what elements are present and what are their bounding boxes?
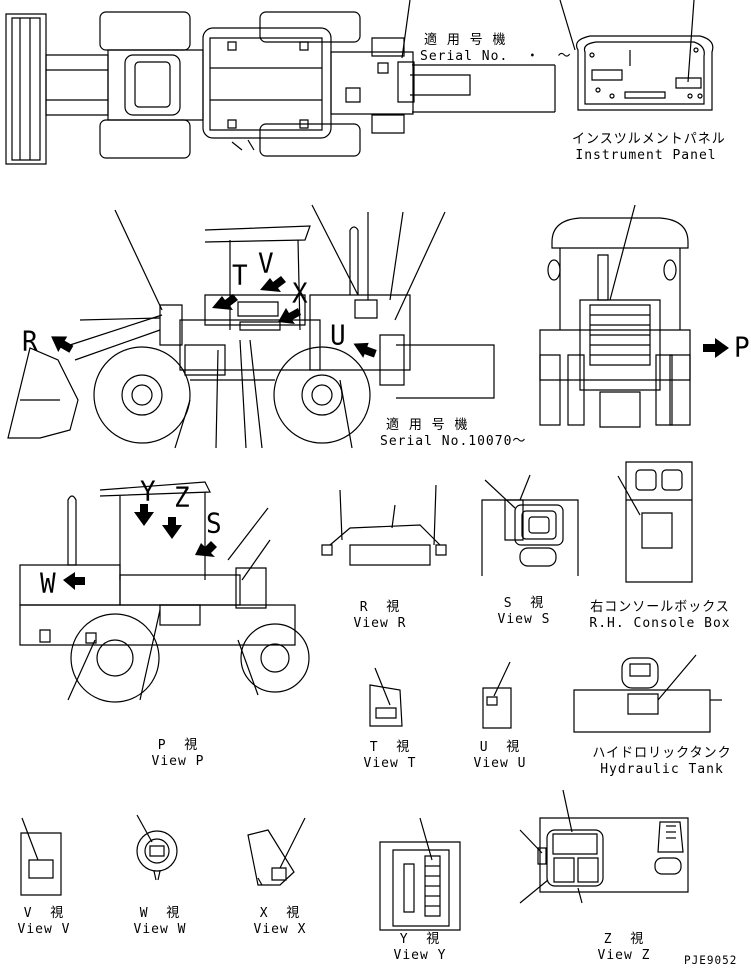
view-v-jp: V 視 xyxy=(23,905,65,922)
hydraulic-tank-en: Hydraulic Tank xyxy=(600,761,724,778)
view-s-jp: S 視 xyxy=(503,595,545,612)
console-box-jp: 右コンソールボックス xyxy=(590,599,730,616)
console-box-en: R.H. Console Box xyxy=(589,615,731,632)
view-s-drawing xyxy=(482,475,578,576)
callout-v: V xyxy=(258,248,274,280)
serial-top-jp: 適 用 号 機 xyxy=(424,32,507,49)
view-x-en: View X xyxy=(253,921,307,938)
view-t-en: View T xyxy=(363,755,417,772)
view-r-jp: R 視 xyxy=(359,599,401,616)
callout-x: X xyxy=(292,278,308,310)
view-v-en: View V xyxy=(17,921,71,938)
view-p-machine xyxy=(20,482,309,702)
view-y-en: View Y xyxy=(393,947,447,964)
front-view-machine xyxy=(540,218,690,427)
serial-mid-en: Serial No.10070～ xyxy=(380,433,527,450)
callout-s: S xyxy=(206,508,222,540)
view-p-jp: P 視 xyxy=(157,737,199,754)
console-box-drawing xyxy=(618,462,692,582)
side-view-machine xyxy=(8,226,410,443)
instrument-panel-drawing xyxy=(577,36,713,110)
view-z-jp: Z 視 xyxy=(603,931,645,948)
view-z-drawing xyxy=(520,790,688,903)
view-x-jp: X 視 xyxy=(259,905,301,922)
view-u-en: View U xyxy=(473,755,527,772)
callout-t: T xyxy=(232,260,248,292)
callout-z: Z xyxy=(174,482,190,514)
view-r-en: View R xyxy=(353,615,407,632)
hydraulic-tank-jp: ハイドロリックタンク xyxy=(592,745,732,762)
hydraulic-tank-drawing xyxy=(574,655,722,732)
view-v-drawing xyxy=(21,818,61,895)
callout-y: Y xyxy=(140,476,156,508)
callout-p: P xyxy=(734,332,750,364)
callout-w: W xyxy=(40,568,56,600)
view-p-en: View P xyxy=(151,753,205,770)
view-s-en: View S xyxy=(497,611,551,628)
view-w-en: View W xyxy=(133,921,187,938)
view-arrows xyxy=(51,276,729,590)
instrument-panel-jp: インスツルメントパネル xyxy=(572,131,726,148)
view-y-drawing xyxy=(380,818,460,930)
drawing-number: PJE9052 xyxy=(684,953,738,968)
view-t-drawing xyxy=(370,668,402,726)
view-w-drawing xyxy=(137,815,177,880)
view-r-drawing xyxy=(322,485,446,565)
view-t-jp: T 視 xyxy=(369,739,411,756)
callout-r: R xyxy=(22,326,38,358)
view-y-jp: Y 視 xyxy=(399,931,441,948)
view-z-en: View Z xyxy=(597,947,651,964)
serial-mid-jp: 適 用 号 機 xyxy=(386,417,469,434)
instrument-panel-en: Instrument Panel xyxy=(575,147,717,164)
callout-u: U xyxy=(330,320,346,352)
view-u-jp: U 視 xyxy=(479,739,521,756)
view-w-jp: W 視 xyxy=(139,905,181,922)
serial-top-en: Serial No. ・ ～ xyxy=(420,48,572,65)
top-view-machine xyxy=(6,12,470,164)
view-u-drawing xyxy=(483,662,511,728)
view-x-drawing xyxy=(248,818,305,885)
